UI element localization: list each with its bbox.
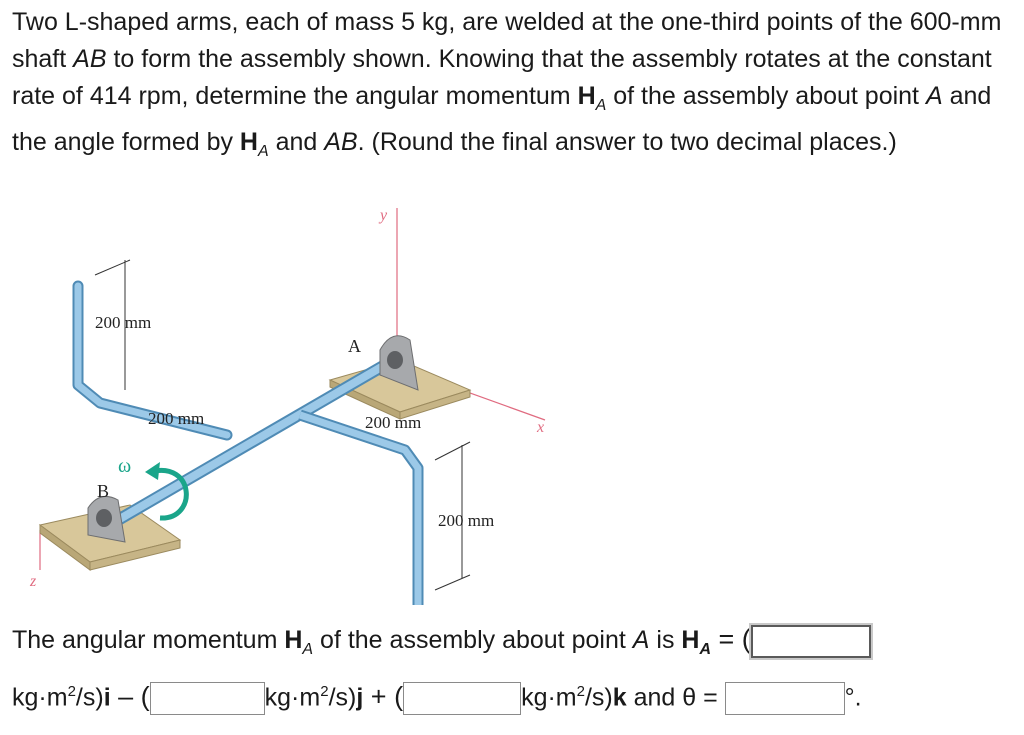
- h-symbol: H: [577, 82, 596, 110]
- base-plate-b-front: [89, 539, 181, 571]
- problem-text: to form the assembly shown. Knowing that…: [12, 45, 992, 110]
- answer-text: of the assembly about point: [313, 626, 633, 654]
- h-subscript: A: [257, 143, 269, 160]
- point-a-label: A: [632, 626, 650, 654]
- point-a-figure-label: A: [348, 336, 361, 356]
- bearing-b-hole: [96, 509, 112, 527]
- problem-statement: Two L-shaped arms, each of mass 5 kg, ar…: [12, 4, 1012, 170]
- unit-exponent: 2: [576, 683, 585, 700]
- dim-ext-top-left: [94, 259, 131, 276]
- shaft-label: AB: [73, 45, 107, 73]
- problem-text: of the assembly about point: [606, 82, 926, 110]
- unit-vector-k: k: [612, 683, 627, 712]
- dim-label-vertical-right: 200 mm: [438, 511, 494, 530]
- point-b-figure-label: B: [97, 481, 109, 501]
- point-a-label: A: [925, 82, 943, 110]
- dim-label-horizontal-left: 200 mm: [148, 409, 204, 428]
- left-l-arm-highlight: [74, 282, 231, 439]
- base-plate-a-side: [399, 389, 471, 420]
- answer-area: The angular momentum HA of the assembly …: [12, 618, 1017, 718]
- unit-text: /s): [328, 683, 357, 712]
- ha-k-component-input[interactable]: [403, 682, 522, 716]
- equals-paren: = (: [711, 624, 751, 654]
- degree-symbol: °.: [844, 683, 862, 712]
- omega-arrowhead: [145, 462, 160, 480]
- unit-text: kg·m: [264, 683, 321, 712]
- dim-label-horizontal-right: 200 mm: [365, 413, 421, 432]
- right-l-arm-highlight: [298, 411, 422, 605]
- z-axis-label: z: [29, 573, 37, 590]
- h-subscript: A: [699, 641, 712, 658]
- problem-text: Two L-shaped arms, each of mass 5 kg, ar…: [12, 8, 1002, 73]
- ha-i-component-input[interactable]: [750, 624, 871, 658]
- bearing-a-hole: [387, 351, 403, 369]
- h-symbol: H: [284, 626, 303, 654]
- shaft-label: AB: [324, 128, 358, 156]
- omega-arrow: [149, 467, 189, 521]
- x-axis-label: x: [536, 419, 544, 436]
- h-subscript: A: [595, 97, 607, 114]
- y-axis-label: y: [378, 207, 388, 224]
- answer-line-1: The angular momentum HA of the assembly …: [12, 618, 1017, 671]
- h-symbol: H: [239, 128, 258, 156]
- unit-text: /s): [584, 683, 613, 712]
- answer-line-2: kg·m2/s)i – (kg·m2/s)j + (kg·m2/s)k and …: [12, 671, 1017, 718]
- unit-vector-j: j: [356, 683, 364, 712]
- omega-label: ω: [118, 455, 131, 477]
- unit-text: kg·m: [12, 683, 68, 712]
- unit-vector-i: i: [103, 683, 111, 712]
- h-symbol: H: [681, 626, 700, 654]
- unit-exponent: 2: [320, 683, 329, 700]
- answer-text: The angular momentum: [12, 626, 285, 654]
- unit-text: kg·m: [521, 683, 577, 712]
- problem-text: . (Round the final answer to two decimal…: [357, 128, 897, 156]
- dim-label-vertical-left: 200 mm: [95, 313, 151, 332]
- unit-text: /s): [75, 683, 104, 712]
- answer-text: and θ =: [626, 683, 725, 712]
- right-l-arm: [298, 409, 424, 605]
- assembly-figure: y x z A B ω 200 mm 200 mm 200 mm 200 mm: [29, 207, 546, 605]
- h-subscript: A: [302, 641, 314, 658]
- plus-paren: + (: [363, 681, 404, 712]
- shaft-ab-highlight: [114, 358, 394, 524]
- dim-ext-bottom-right: [434, 574, 471, 591]
- answer-text: is: [649, 626, 682, 654]
- problem-text: and the angle formed by: [12, 82, 992, 156]
- problem-text: and: [268, 128, 325, 156]
- theta-input[interactable]: [724, 682, 845, 716]
- dim-ext-top-right: [434, 441, 471, 461]
- unit-exponent: 2: [67, 683, 76, 700]
- ha-j-component-input[interactable]: [149, 682, 265, 716]
- minus-paren: – (: [110, 681, 150, 712]
